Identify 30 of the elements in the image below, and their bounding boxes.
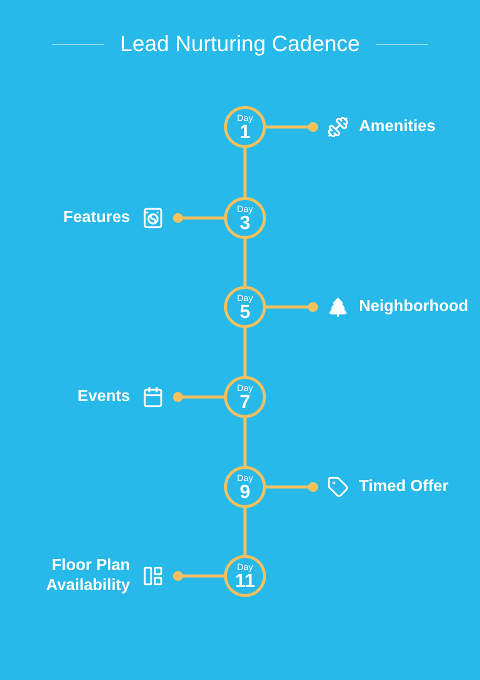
topic-label: Neighborhood bbox=[359, 297, 468, 317]
topic-label: Amenities bbox=[359, 117, 436, 137]
connector-line bbox=[244, 508, 246, 555]
day-label: Day bbox=[236, 563, 253, 572]
connector-line bbox=[173, 571, 224, 581]
connector-line bbox=[244, 239, 246, 286]
day-number: 9 bbox=[240, 483, 250, 502]
title: Lead Nurturing Cadence bbox=[119, 30, 361, 58]
connector-line bbox=[266, 122, 318, 132]
day-number: 5 bbox=[240, 303, 250, 322]
day-label: Day bbox=[236, 384, 253, 393]
connector-line bbox=[173, 392, 224, 402]
day-label: Day bbox=[236, 294, 253, 303]
day-number: 1 bbox=[240, 123, 250, 142]
topic-label: Events bbox=[78, 387, 130, 407]
connector-line bbox=[266, 482, 318, 492]
connector-line bbox=[244, 148, 246, 197]
connector-line bbox=[173, 213, 224, 223]
connector-line bbox=[244, 418, 246, 466]
topic-label: Features bbox=[63, 208, 130, 228]
day-label: Day bbox=[236, 474, 253, 483]
day-number: 3 bbox=[240, 214, 250, 233]
topic-label: Floor Plan Availability bbox=[45, 556, 130, 596]
connector-line bbox=[244, 328, 246, 376]
day-label: Day bbox=[236, 114, 253, 123]
day-label: Day bbox=[236, 205, 253, 214]
day-number: 11 bbox=[234, 572, 256, 591]
connector-line bbox=[266, 302, 318, 312]
topic-label: Timed Offer bbox=[359, 477, 448, 497]
day-number: 7 bbox=[240, 393, 250, 412]
